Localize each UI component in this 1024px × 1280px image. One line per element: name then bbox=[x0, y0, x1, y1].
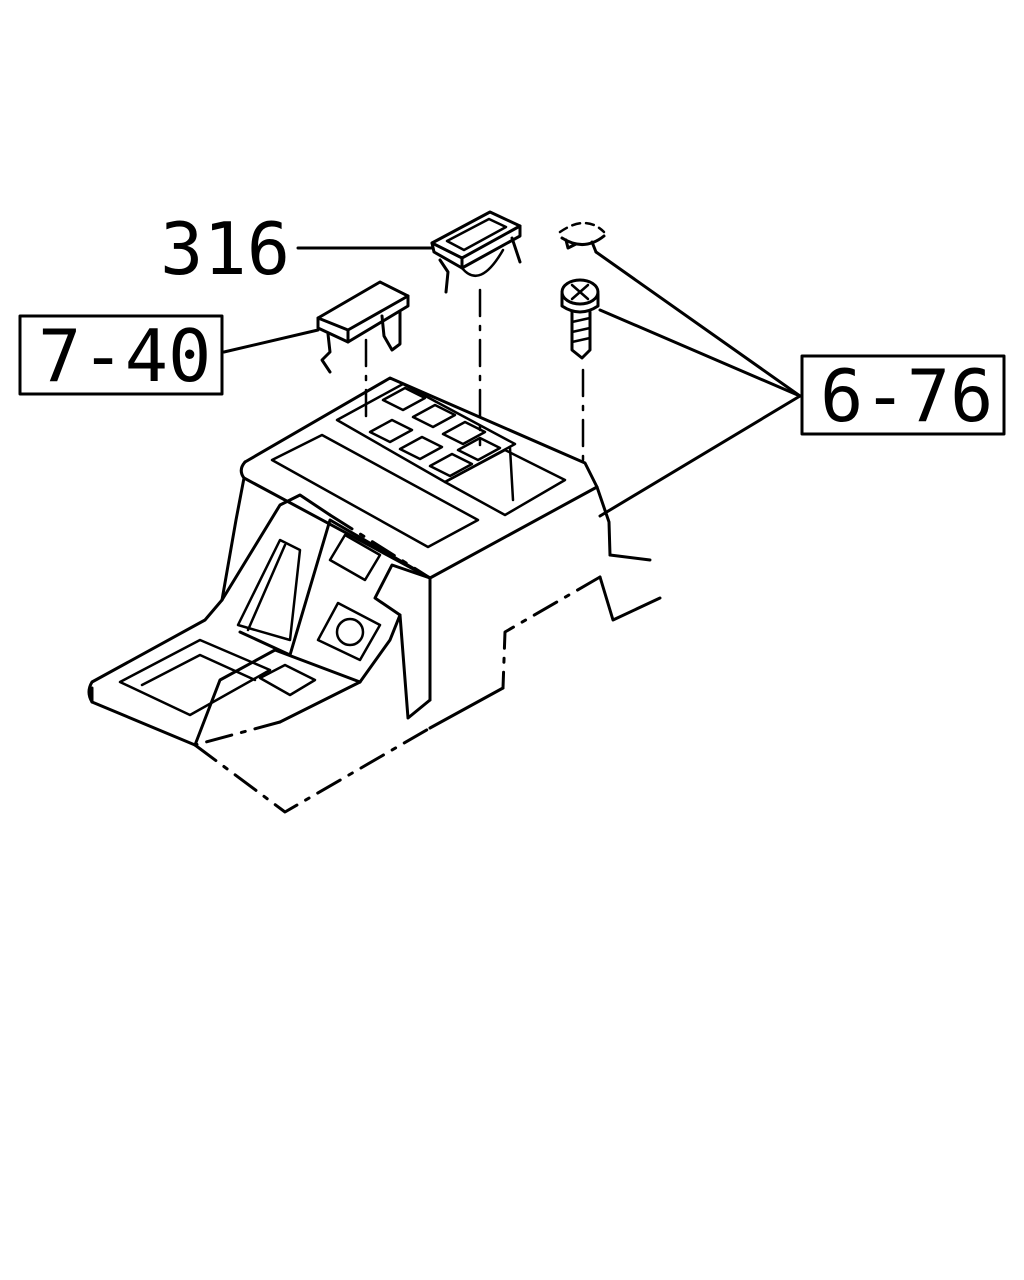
clip-part bbox=[558, 221, 606, 254]
assembly-lines bbox=[364, 288, 585, 467]
callout-6-76-label: 6-76 bbox=[820, 354, 993, 438]
switch-part-316 bbox=[430, 210, 522, 294]
callout-316: 316 bbox=[160, 207, 290, 291]
blank-cover-part bbox=[316, 280, 410, 374]
switch-grid bbox=[368, 386, 502, 478]
callout-7-40-label: 7-40 bbox=[38, 314, 211, 398]
callout-7-40[interactable]: 7-40 bbox=[18, 314, 224, 398]
callout-6-76[interactable]: 6-76 bbox=[800, 354, 1006, 438]
screw-part bbox=[560, 278, 600, 360]
leader-lines bbox=[222, 246, 802, 518]
center-console bbox=[87, 376, 662, 814]
